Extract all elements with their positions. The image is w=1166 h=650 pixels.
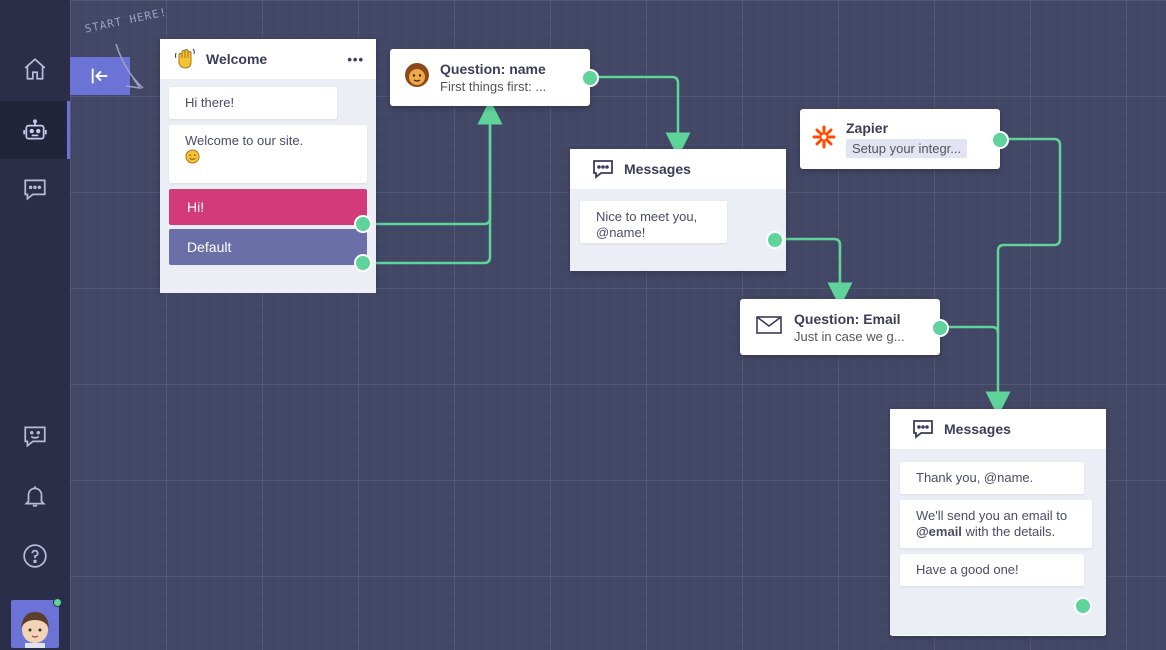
chat-icon xyxy=(24,179,46,201)
connector-zapier-to-messages xyxy=(985,137,1062,417)
question-name-node[interactable]: Question: name First things first: ... xyxy=(390,49,590,106)
welcome-message-2-text: Welcome to our site. xyxy=(185,133,304,148)
question-email-subtitle: Just in case we g... xyxy=(794,328,905,344)
zapier-node[interactable]: Zapier Setup your integr... xyxy=(800,109,1000,169)
question-name-output-port[interactable] xyxy=(581,69,599,87)
connector-question-email-to-messages xyxy=(945,325,1000,334)
question-email-title: Question: Email xyxy=(794,310,901,327)
welcome-message-2[interactable]: Welcome to our site. xyxy=(169,125,367,183)
feedback-icon xyxy=(24,426,46,448)
messages-node-2[interactable]: Messages Thank you, @name. We'll send yo… xyxy=(890,409,1106,636)
messages-1-output-port[interactable] xyxy=(766,231,784,249)
default-output-port[interactable] xyxy=(354,254,372,272)
node-menu-icon[interactable]: ••• xyxy=(347,51,364,67)
messages-2-title: Messages xyxy=(944,421,1011,437)
question-email-node[interactable]: Question: Email Just in case we g... xyxy=(740,299,940,355)
nav-home[interactable] xyxy=(0,41,70,97)
question-name-title: Question: name xyxy=(440,61,546,77)
online-status-dot xyxy=(53,598,62,607)
home-icon xyxy=(24,58,46,80)
welcome-header: Welcome ••• xyxy=(160,39,376,79)
hi-option-button[interactable]: Hi! xyxy=(169,189,367,225)
waving-hand-icon xyxy=(172,46,198,72)
connector-hi-to-question-name xyxy=(370,99,503,226)
chat-bubble-icon xyxy=(590,156,616,182)
messages-2-email-var: @email xyxy=(916,524,962,539)
messages-2-text-1[interactable]: Thank you, @name. xyxy=(900,462,1084,494)
nav-bot[interactable] xyxy=(0,101,70,159)
messages-1-title: Messages xyxy=(624,161,691,177)
sidebar xyxy=(0,0,70,650)
nav-notifications[interactable] xyxy=(0,468,70,524)
messages-2-output-port[interactable] xyxy=(1074,597,1092,615)
question-email-output-port[interactable] xyxy=(931,319,949,337)
connector-default-to-question-name xyxy=(370,112,492,265)
zapier-output-port[interactable] xyxy=(991,131,1009,149)
connector-question-name-to-messages xyxy=(596,75,691,158)
avatar-face-icon xyxy=(21,612,49,648)
messages-1-text[interactable]: Nice to meet you, @name! xyxy=(580,201,727,243)
messages-node-1[interactable]: Messages Nice to meet you, @name! xyxy=(570,149,786,271)
messages-2-text-2[interactable]: We'll send you an email to @email with t… xyxy=(900,500,1092,548)
messages-2-text-2a: We'll send you an email to xyxy=(916,508,1068,523)
bell-icon xyxy=(24,486,46,507)
start-node-button[interactable] xyxy=(70,57,130,95)
chat-bubble-icon xyxy=(910,416,936,442)
connector-messages-to-question-email xyxy=(781,237,853,308)
nav-feedback[interactable] xyxy=(0,408,70,464)
zapier-setup-tag[interactable]: Setup your integr... xyxy=(846,139,968,158)
messages-1-header: Messages xyxy=(570,149,786,189)
nav-chat[interactable] xyxy=(0,161,70,217)
bot-icon xyxy=(23,119,47,140)
nav-help[interactable] xyxy=(0,528,70,584)
help-icon xyxy=(23,544,47,568)
messages-2-header: Messages xyxy=(890,409,1106,449)
start-here-label: START HERE! xyxy=(83,5,169,36)
person-face-icon xyxy=(404,62,430,93)
messages-2-text-2c: with the details. xyxy=(965,524,1056,539)
hugging-face-emoji-icon xyxy=(185,149,200,164)
welcome-title: Welcome xyxy=(206,51,268,67)
question-name-subtitle: First things first: ... xyxy=(440,79,547,94)
welcome-node[interactable]: Welcome ••• Hi there! Welcome to our sit… xyxy=(160,39,376,293)
default-option-button[interactable]: Default xyxy=(169,229,367,265)
zapier-logo-icon xyxy=(812,125,836,154)
hi-output-port[interactable] xyxy=(354,215,372,233)
zapier-title: Zapier xyxy=(846,120,889,136)
collapse-left-icon xyxy=(91,68,108,84)
welcome-message-1[interactable]: Hi there! xyxy=(169,87,337,119)
user-avatar[interactable] xyxy=(11,600,59,648)
envelope-icon xyxy=(756,315,782,340)
messages-2-text-3[interactable]: Have a good one! xyxy=(900,554,1084,586)
